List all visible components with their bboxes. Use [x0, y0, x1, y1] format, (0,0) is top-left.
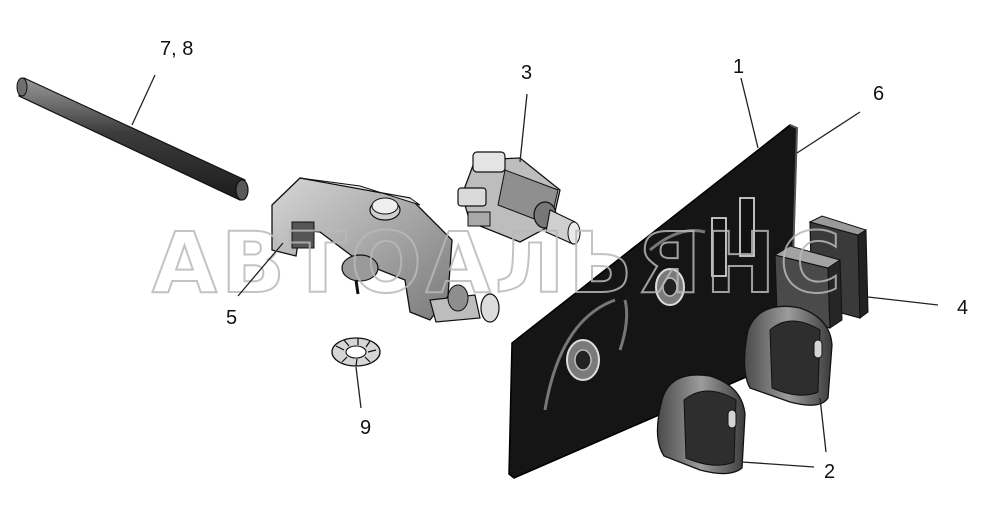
- callout-7-8: 7, 8: [160, 38, 193, 60]
- washer-part: [331, 337, 381, 367]
- callout-4: 4: [957, 297, 968, 319]
- leader-6: [796, 111, 861, 154]
- leader-3: [519, 93, 528, 163]
- leader-7-8: [131, 74, 156, 126]
- callout-5: 5: [226, 307, 237, 329]
- leader-2a: [819, 397, 827, 453]
- callout-labels: 7, 8 3 1 6 4 2 5 9: [160, 38, 968, 483]
- bracket-part: [271, 177, 500, 323]
- switch-part: [457, 151, 581, 245]
- leader-5: [237, 242, 284, 297]
- callout-6: 6: [873, 83, 884, 105]
- leader-lines: [131, 74, 939, 468]
- leader-9: [355, 366, 362, 409]
- leader-4: [867, 296, 939, 306]
- callout-3: 3: [521, 62, 532, 84]
- leader-2b: [741, 461, 815, 468]
- callout-1: 1: [733, 56, 744, 78]
- callout-9: 9: [360, 417, 371, 439]
- rod-part: [16, 77, 249, 201]
- callout-2: 2: [824, 461, 835, 483]
- leader-1: [740, 77, 759, 149]
- watermark-text: АВТОАЛЬЯНС: [152, 214, 845, 312]
- knobs-part: [656, 305, 833, 475]
